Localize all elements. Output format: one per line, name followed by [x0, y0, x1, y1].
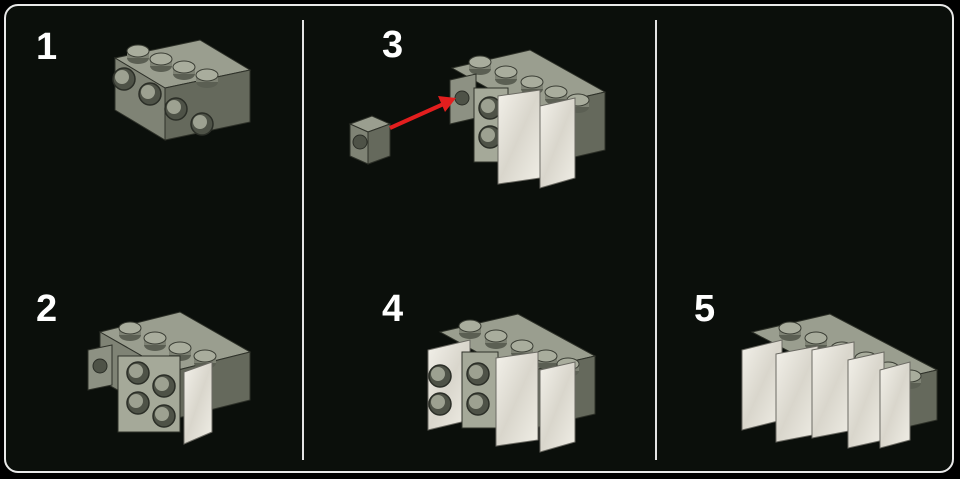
step-3-assembly-icon	[350, 50, 605, 188]
step-5-assembly-icon	[742, 314, 937, 448]
step-2-assembly-icon	[88, 312, 250, 444]
step-4-assembly-icon	[428, 314, 595, 452]
brick-1x4-icon	[113, 40, 250, 140]
transparent-panel-icon	[184, 362, 212, 444]
red-arrow-icon	[390, 96, 456, 128]
plate-1x1-icon	[350, 116, 390, 164]
